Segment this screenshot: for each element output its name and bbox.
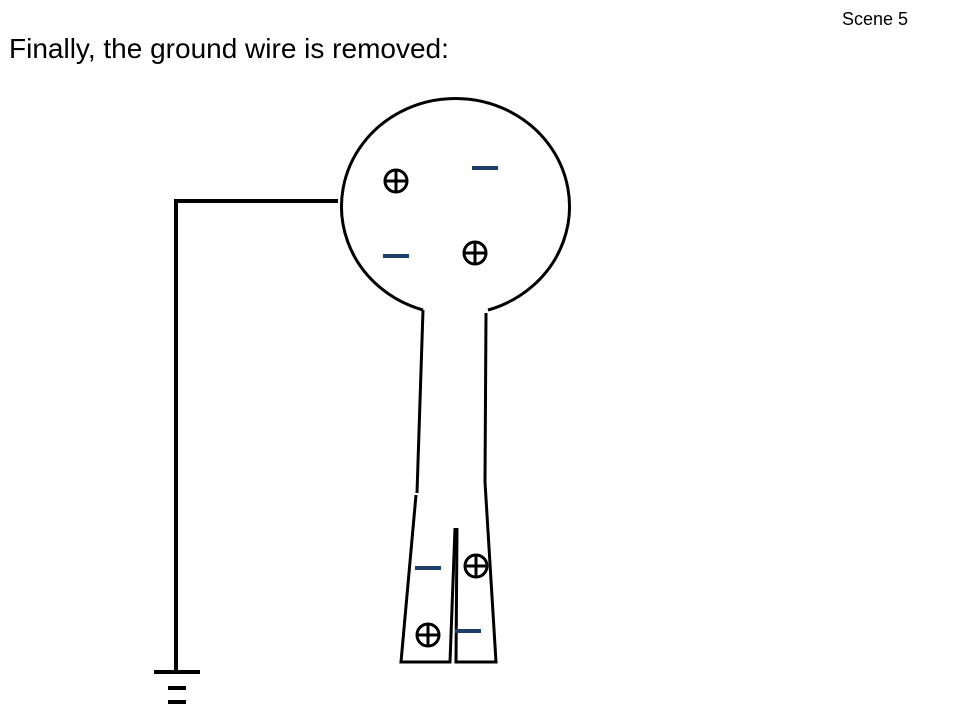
positive-charge-icon	[463, 553, 489, 579]
slide-title: Finally, the ground wire is removed:	[9, 33, 449, 64]
ground-wire	[174, 199, 338, 672]
scene-label: Scene 5	[841, 9, 908, 29]
positive-charge-icon	[462, 240, 488, 266]
electroscope-sphere	[340, 96, 571, 312]
electroscope-right-leaf	[454, 481, 498, 664]
electroscope-stem	[415, 309, 488, 494]
electroscope-left-leaf	[399, 494, 457, 664]
positive-charge-icon	[383, 168, 409, 194]
ground-symbol-icon	[154, 670, 200, 704]
positive-charge-icon	[415, 622, 441, 648]
